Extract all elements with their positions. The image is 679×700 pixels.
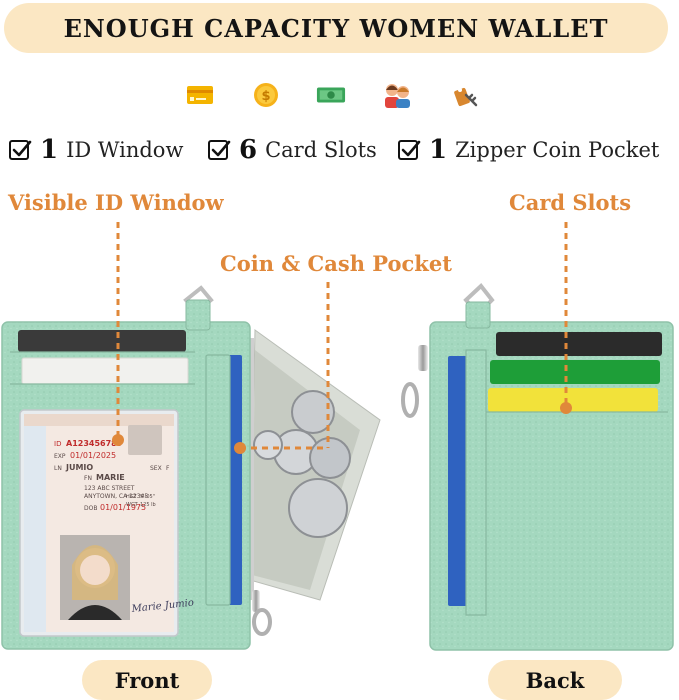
id-exp: 01/01/2025 bbox=[70, 451, 116, 460]
callout-coin-pocket: Coin & Cash Pocket bbox=[220, 251, 452, 276]
coin bbox=[253, 430, 283, 460]
id-first-name: MARIE bbox=[96, 473, 125, 482]
dark-card bbox=[18, 330, 186, 352]
white-card bbox=[21, 357, 189, 385]
svg-text:FN: FN bbox=[84, 475, 92, 482]
green-card bbox=[490, 360, 660, 384]
svg-text:ID: ID bbox=[54, 440, 61, 448]
id-weight: 125 lb bbox=[140, 502, 156, 508]
feature-count: 1 bbox=[429, 135, 448, 165]
callout-lines bbox=[116, 222, 568, 450]
checkbox-icon bbox=[9, 140, 32, 160]
yellow-card bbox=[488, 388, 658, 412]
cash-icon bbox=[316, 80, 346, 110]
feature-count: 1 bbox=[40, 135, 59, 165]
card-icon bbox=[185, 80, 215, 110]
checkbox-icon bbox=[208, 140, 231, 160]
feature-id-window: 1 ID Window bbox=[8, 132, 183, 168]
svg-text:EXP: EXP bbox=[54, 453, 66, 460]
blue-card bbox=[228, 355, 242, 605]
id-dob: 01/01/1975 bbox=[100, 503, 146, 512]
id-number: A123456789 bbox=[66, 439, 123, 448]
feature-label: ID Window bbox=[66, 138, 184, 162]
front-label-pill: Front bbox=[82, 660, 212, 700]
feature-list: 1 ID Window 6 Card Slots 1 Zipper Coin P… bbox=[0, 132, 679, 168]
svg-text:$: $ bbox=[261, 89, 270, 104]
page-title: ENOUGH CAPACITY WOMEN WALLET bbox=[63, 13, 609, 43]
side-slot bbox=[205, 354, 231, 606]
svg-text:LN: LN bbox=[54, 465, 62, 472]
black-card bbox=[496, 332, 662, 356]
front-label: Front bbox=[114, 667, 180, 693]
checkbox-icon bbox=[398, 140, 421, 160]
feature-label: Card Slots bbox=[265, 138, 377, 162]
id-sex: F bbox=[166, 465, 170, 472]
feature-card-slots: 6 Card Slots bbox=[207, 132, 377, 168]
feature-coin-pocket: 1 Zipper Coin Pocket bbox=[397, 132, 659, 168]
svg-text:HGT: HGT bbox=[126, 494, 137, 500]
front-wallet: ID A123456789 EXP 01/01/2025 LN JUMIO FN… bbox=[1, 285, 381, 650]
callout-card-slots: Card Slots bbox=[509, 190, 632, 215]
icon-row: $ bbox=[0, 80, 679, 110]
coin bbox=[291, 390, 335, 434]
callout-dot bbox=[560, 402, 572, 414]
title-banner: ENOUGH CAPACITY WOMEN WALLET bbox=[4, 3, 668, 53]
callout-dot bbox=[112, 434, 124, 446]
coin bbox=[309, 437, 351, 479]
id-city: ANYTOWN, CA 12345 bbox=[84, 493, 148, 500]
svg-text:WGT: WGT bbox=[126, 502, 139, 508]
callout-id-window: Visible ID Window bbox=[8, 190, 224, 215]
id-height: 5'-05" bbox=[140, 494, 155, 500]
callout-dot bbox=[234, 442, 246, 454]
id-last-name: JUMIO bbox=[65, 463, 93, 472]
feature-label: Zipper Coin Pocket bbox=[455, 138, 660, 162]
people-icon bbox=[382, 80, 412, 110]
id-address: 123 ABC STREET bbox=[84, 485, 135, 492]
back-label: Back bbox=[525, 667, 585, 693]
back-wallet bbox=[401, 283, 674, 651]
back-label-pill: Back bbox=[488, 660, 622, 700]
coin bbox=[288, 478, 348, 538]
feature-count: 6 bbox=[239, 135, 258, 165]
coin-icon: $ bbox=[251, 80, 281, 110]
blue-card bbox=[448, 356, 468, 606]
svg-text:DOB: DOB bbox=[84, 505, 97, 512]
key-icon bbox=[450, 80, 480, 110]
svg-text:SEX: SEX bbox=[150, 465, 162, 472]
